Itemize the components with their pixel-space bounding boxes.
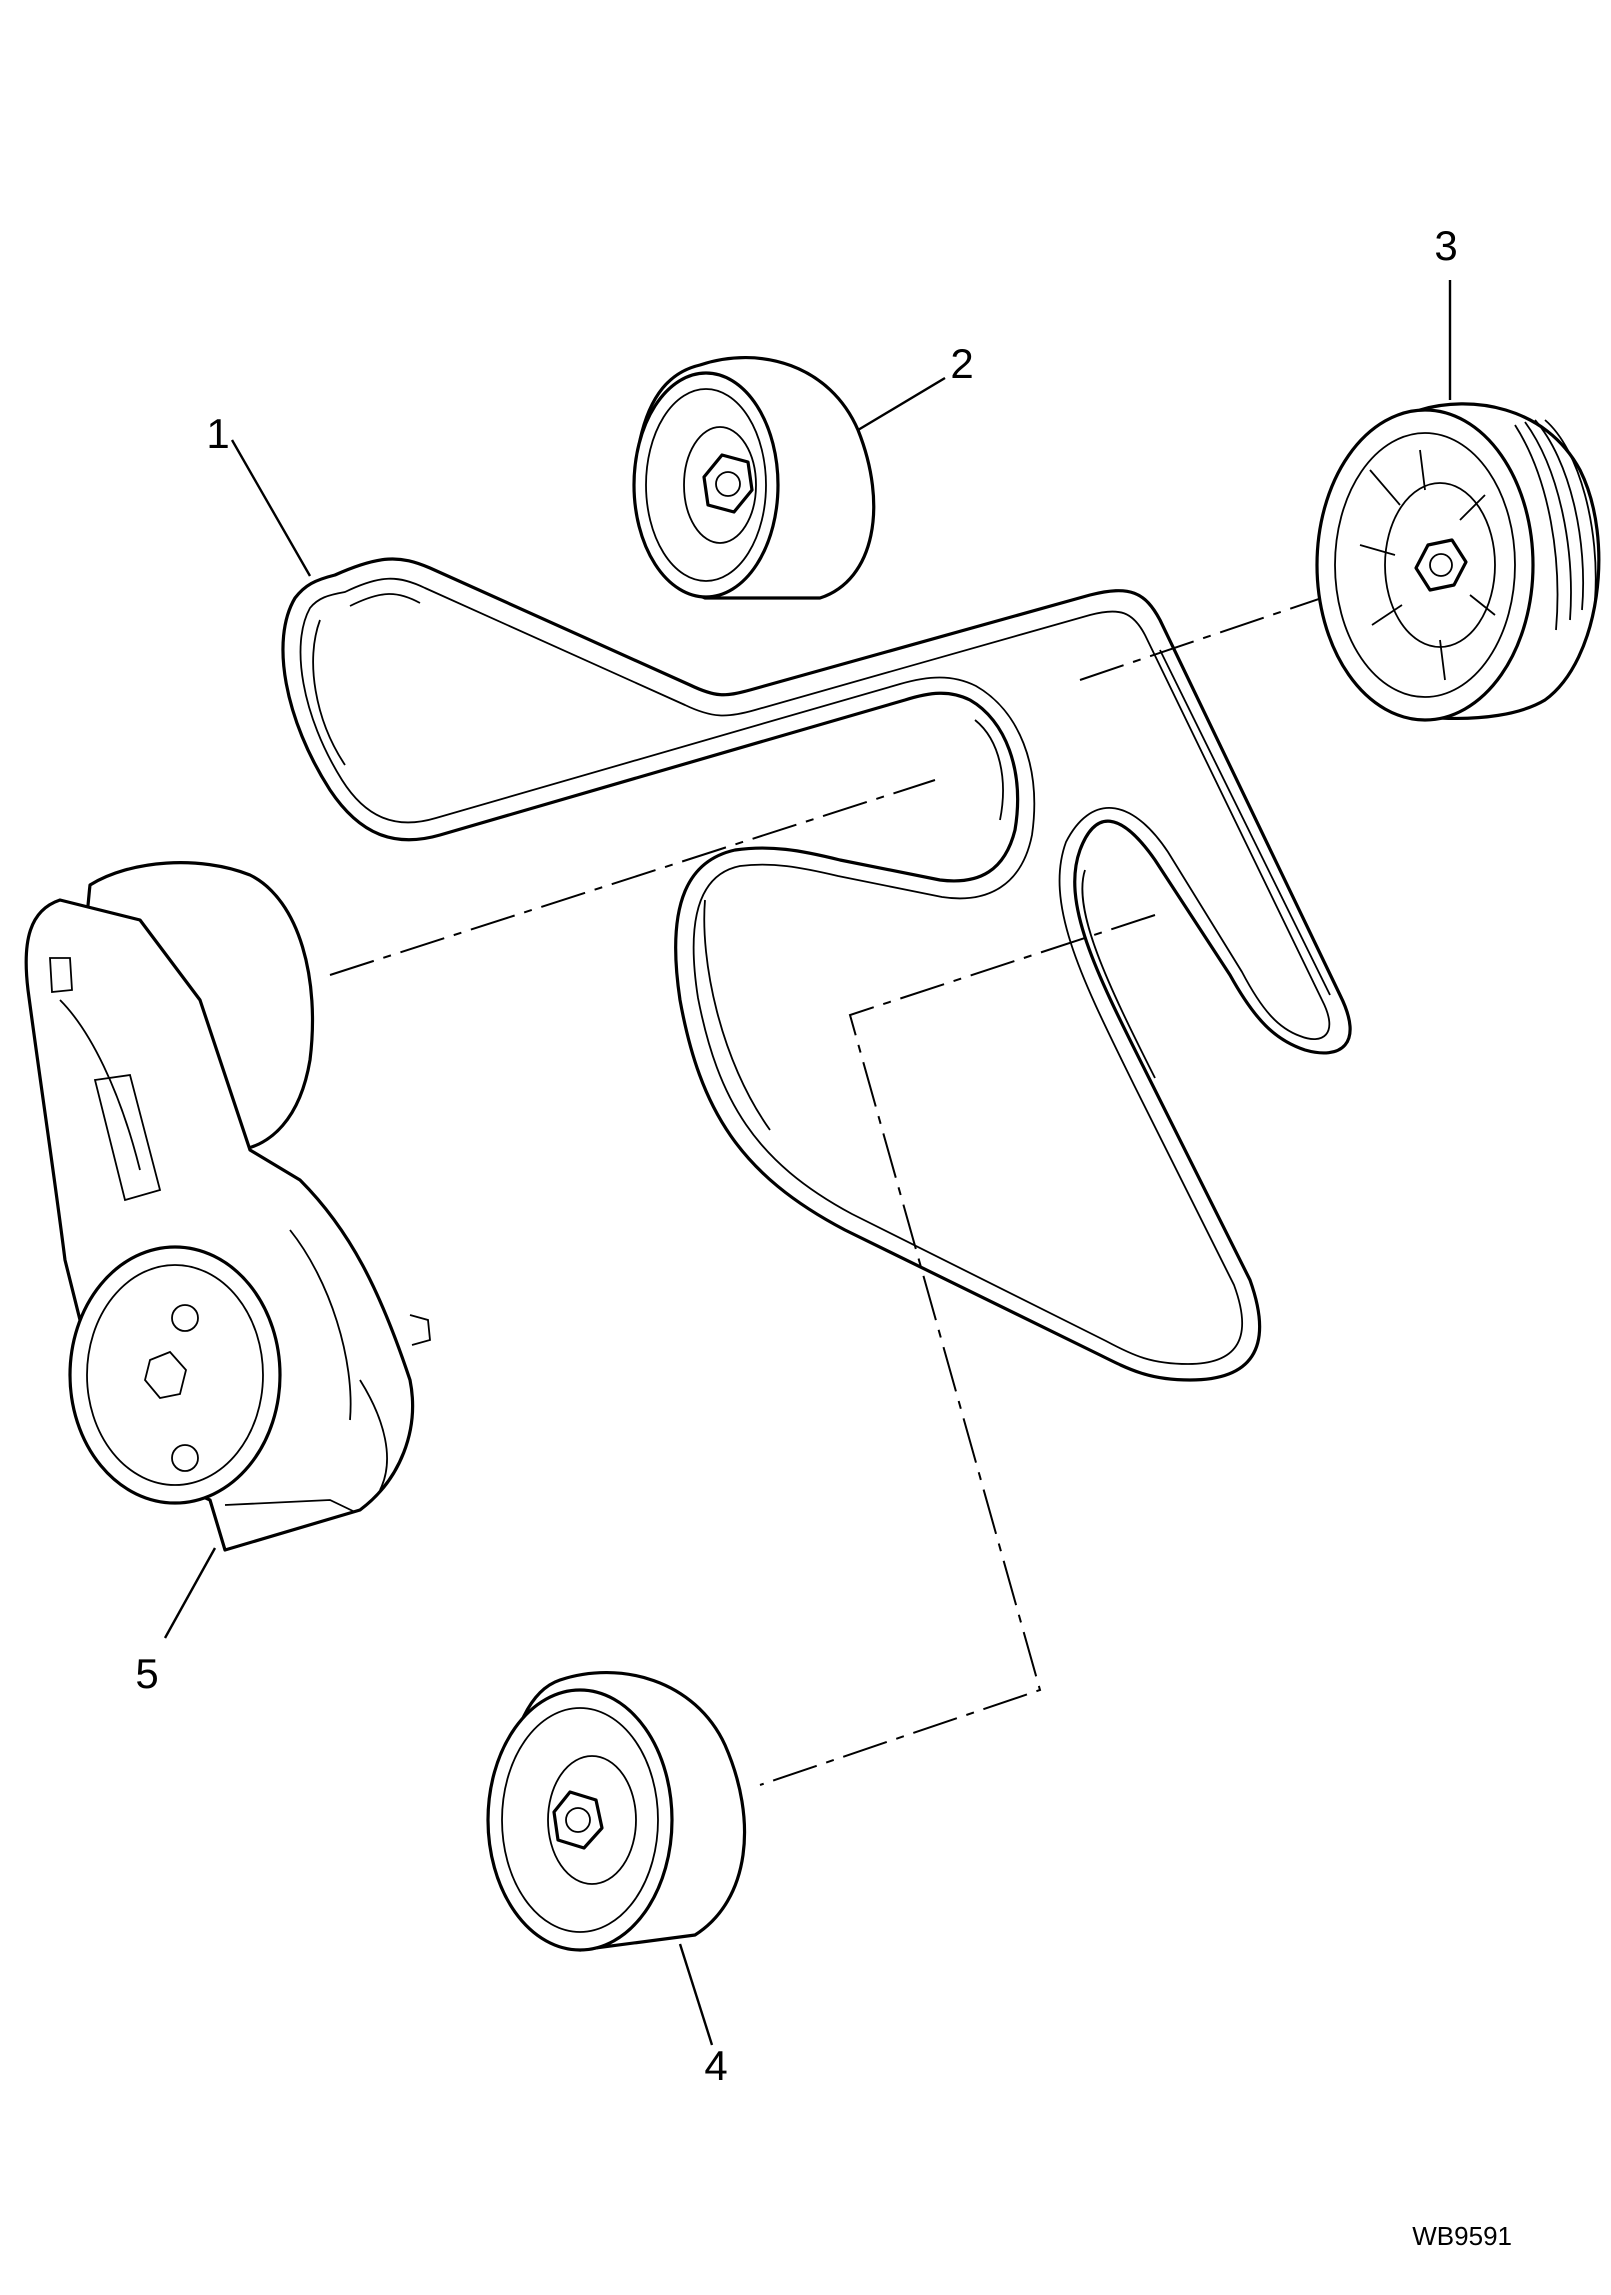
drive-belt (281, 557, 1352, 1382)
idler-pulley-lower (486, 1671, 747, 1952)
callout-4: 4 (704, 2042, 727, 2089)
callout-1: 1 (206, 410, 229, 457)
callout-3: 3 (1434, 222, 1457, 269)
callouts: 1 2 3 4 5 (135, 222, 1457, 2089)
belt-tensioner (24, 861, 431, 1552)
center-lines (329, 584, 1361, 1786)
idler-pulley-upper (632, 356, 876, 600)
callout-2: 2 (950, 340, 973, 387)
callout-5: 5 (135, 1650, 158, 1697)
grooved-idler-pulley (1315, 402, 1601, 722)
figure-reference: WB9591 (1412, 2221, 1512, 2251)
leader-lines (163, 280, 1452, 2046)
